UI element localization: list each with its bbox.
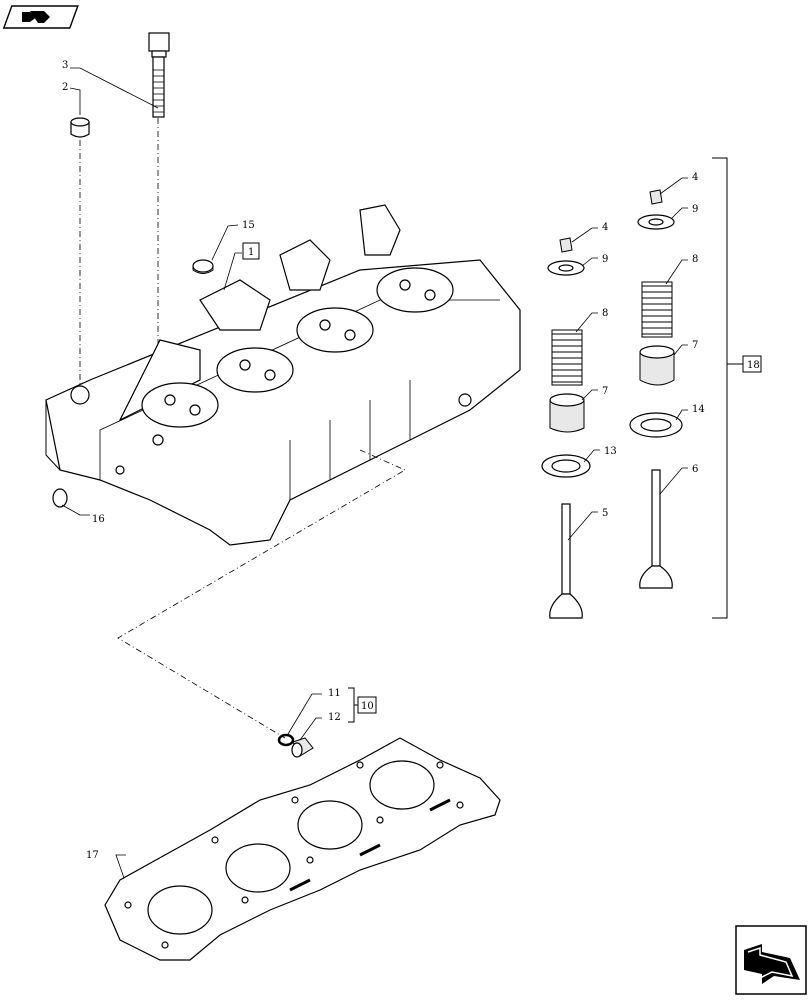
- leader-lines: [61, 67, 688, 879]
- callout-8a: 8: [602, 308, 608, 319]
- next-page-icon[interactable]: [735, 925, 807, 995]
- head-gasket: [104, 737, 501, 961]
- bolt-cap: [70, 117, 90, 138]
- group-bracket: [712, 157, 728, 619]
- callout-3: 3: [62, 60, 68, 71]
- callout-9b: 9: [692, 204, 698, 215]
- callout-16: 16: [92, 514, 105, 525]
- callout-4b: 4: [692, 172, 698, 183]
- valve-stem-seal-right: [639, 345, 675, 386]
- spring-retainer-right: [637, 214, 675, 230]
- callout-14: 14: [692, 404, 705, 415]
- valve-cotter-left: [559, 237, 573, 253]
- callout-2: 2: [62, 82, 68, 93]
- exhaust-valve: [639, 469, 673, 589]
- callout-1: 1: [248, 247, 254, 258]
- cylinder-head-bolt: [148, 32, 170, 118]
- valve-spring-left: [551, 329, 583, 386]
- plug-screw: [291, 737, 314, 758]
- callout-8b: 8: [692, 254, 698, 265]
- cylinder-head: [45, 204, 521, 546]
- valve-cotter-right: [649, 189, 663, 205]
- valve-stem-seal-left: [549, 393, 585, 433]
- callout-7b: 7: [692, 340, 698, 351]
- callout-9a: 9: [602, 254, 608, 265]
- callout-18: 18: [747, 360, 760, 371]
- plug-side: [52, 488, 68, 508]
- valve-seat-insert-right: [629, 412, 683, 438]
- boxed-callout-18: [742, 355, 762, 373]
- callout-5: 5: [602, 508, 608, 519]
- intake-valve: [549, 503, 583, 619]
- callout-10: 10: [361, 701, 374, 712]
- callout-17: 17: [86, 850, 99, 861]
- callout-6: 6: [692, 464, 698, 475]
- callout-7a: 7: [602, 386, 608, 397]
- valve-pocket-row: [141, 267, 454, 428]
- o-ring: [277, 733, 295, 747]
- boxed-callout-10: [357, 696, 377, 714]
- valve-spring-right: [641, 281, 673, 338]
- spring-retainer-left: [547, 260, 585, 276]
- valve-seat-insert-left: [541, 454, 591, 478]
- callout-4a: 4: [602, 222, 608, 233]
- callout-12: 12: [328, 712, 341, 723]
- callout-11: 11: [328, 688, 341, 699]
- callout-13: 13: [604, 446, 617, 457]
- plug-top: [192, 259, 214, 274]
- callout-15: 15: [242, 220, 255, 231]
- back-navigation-icon[interactable]: [2, 5, 79, 29]
- boxed-callout-1: [242, 242, 260, 260]
